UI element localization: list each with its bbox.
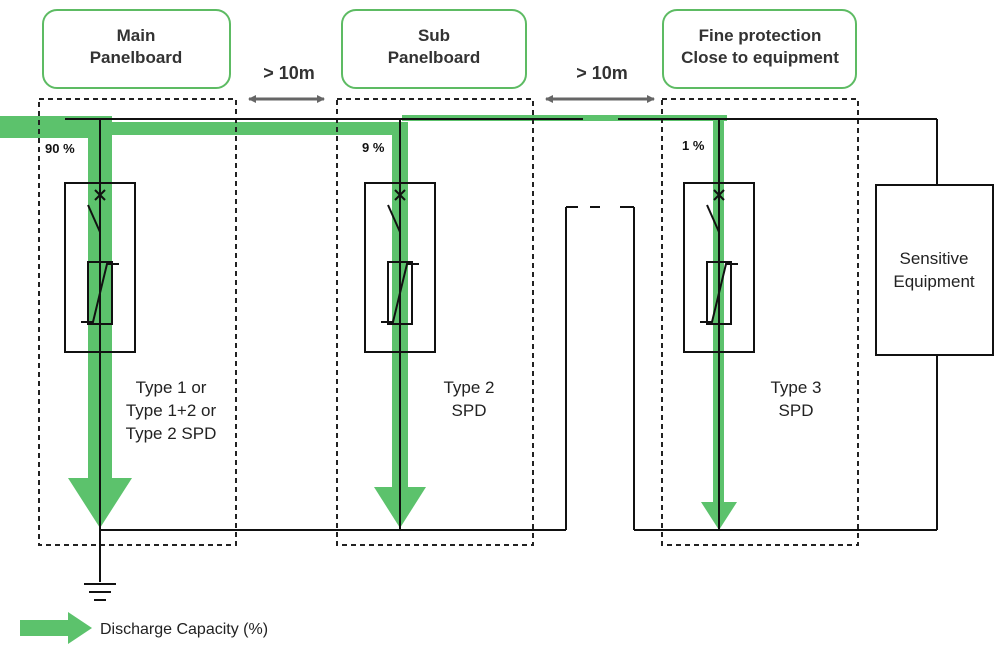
spd-fine [683,182,755,353]
enclosure-main [38,98,237,546]
header-fine-line1: Fine protection [699,26,822,45]
spd-sub [364,182,436,353]
green-arrow-icon [20,612,92,644]
spd-main-label-line1: Type 1 or [136,378,207,397]
equipment-line1: Sensitive [900,249,969,268]
spd-main-label-line3: Type 2 SPD [126,424,217,443]
enclosure-sub [336,98,534,546]
spd-main [64,182,136,353]
varistor-icon [700,261,738,325]
distance-label-1: > 10m [263,63,315,83]
spd-sub-label-line2: SPD [452,401,487,420]
spd-units [64,182,755,353]
spd-main-label-line2: Type 1+2 or [126,401,217,420]
header-sub-line1: Sub [418,26,450,45]
distance-label-2: > 10m [576,63,628,83]
header-sub-panelboard [341,9,527,89]
distance-markers: > 10m > 10m [248,63,655,103]
legend-label: Discharge Capacity (%) [100,621,268,638]
spd-fine-label-line2: SPD [779,401,814,420]
header-main-line2: Panelboard [90,48,183,67]
percentage-sub: 9 % [362,140,385,155]
header-sub-line2: Panelboard [388,48,481,67]
header-fine-line2: Close to equipment [681,48,839,67]
spd-fine-label-line1: Type 3 [770,378,821,397]
wiring [65,118,938,582]
panel-headers: Main Panelboard Sub Panelboard Fine prot… [42,9,857,89]
panel-enclosures [38,98,859,546]
percentage-main: 90 % [45,141,75,156]
ground-icon [84,583,116,601]
percentage-fine: 1 % [682,138,705,153]
header-main-line1: Main [117,26,156,45]
discharge-paths [0,115,737,530]
spd-type-labels: Type 1 or Type 1+2 or Type 2 SPD Type 2 … [126,378,822,443]
header-main-panelboard [42,9,231,89]
legend: Discharge Capacity (%) [20,612,268,644]
discharge-bar-main [0,116,100,138]
varistor-icon [81,261,119,325]
discharge-percentages: 90 % 9 % 1 % [45,138,705,156]
discharge-bar-sub [100,122,402,135]
surge-switch-icon [87,189,106,233]
enclosure-fine [661,98,859,546]
surge-switch-icon [706,189,725,233]
sensitive-equipment: Sensitive Equipment [875,184,994,356]
equipment-line2: Equipment [893,272,975,291]
spd-sub-label-line1: Type 2 [443,378,494,397]
header-fine-protection [662,9,857,89]
surge-switch-icon [387,189,406,233]
varistor-icon [381,261,419,325]
